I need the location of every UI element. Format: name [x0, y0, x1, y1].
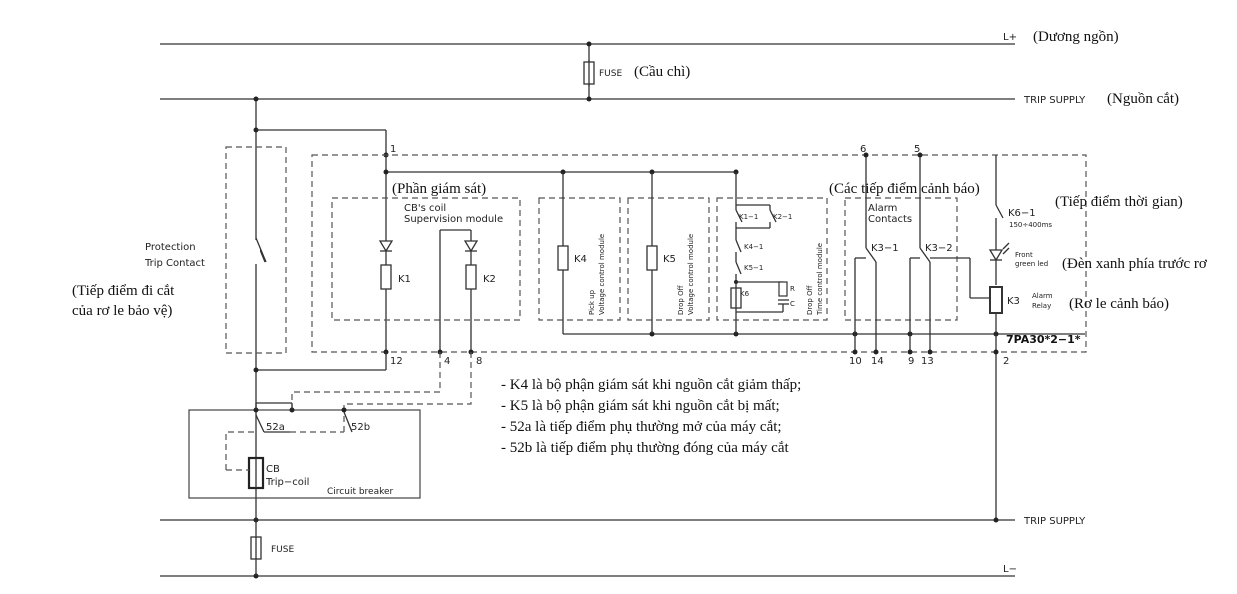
label-k5: K5 — [663, 254, 676, 265]
label-led-2: green led — [1015, 260, 1048, 268]
device-model: 7PA30*2−1* — [1006, 333, 1081, 346]
label-l-plus: L+ — [1003, 32, 1017, 43]
label-trip-supply-bottom: TRIP SUPPLY — [1023, 516, 1086, 527]
supervision-module-box — [331, 197, 521, 321]
coil-k4 — [557, 245, 569, 271]
terminal-14: 14 — [871, 356, 884, 367]
label-trip-coil: Trip−coil — [265, 477, 309, 488]
label-time-text-2: Time control module — [816, 243, 824, 316]
coil-k1 — [380, 264, 392, 290]
label-supervision-title-1: CB's coil — [404, 203, 446, 214]
label-k1-1: K1−1 — [739, 213, 758, 221]
diode-k2 — [463, 240, 479, 253]
label-protection-2: Trip Contact — [144, 258, 205, 269]
k4-module-box — [538, 197, 621, 321]
contact-k5-1 — [735, 261, 742, 275]
label-alarm-vi: (Các tiếp điểm cảnh báo) — [829, 181, 980, 197]
contact-k2-1 — [769, 209, 777, 223]
label-cb: CB — [266, 464, 280, 475]
terminal-12: 12 — [390, 356, 403, 367]
resistor-r — [778, 281, 788, 297]
label-k5-text-2: Voltage control module — [687, 234, 695, 315]
terminal-9: 9 — [908, 356, 914, 367]
note-3: - 52a là tiếp điểm phụ thường mở của máy… — [501, 419, 782, 435]
label-alarm-title-1: Alarm — [868, 203, 897, 214]
contact-k4-1 — [735, 239, 742, 253]
label-k4-1: K4−1 — [744, 243, 763, 251]
label-supervision-vi: (Phần giám sát) — [392, 181, 486, 197]
device-box — [311, 154, 1087, 353]
label-alarm-title-2: Contacts — [868, 214, 912, 225]
label-r: R — [790, 285, 795, 293]
label-led-vi: (Đèn xanh phía trước rơ — [1062, 256, 1208, 272]
label-k5-1: K5−1 — [744, 264, 763, 272]
time-module-box — [716, 197, 828, 321]
coil-k5 — [646, 245, 658, 271]
terminal-5: 5 — [914, 144, 920, 155]
diode-k1 — [378, 240, 394, 253]
label-l-plus-vi: (Dương ngồn) — [1033, 29, 1119, 45]
contact-k3-2 — [919, 247, 931, 263]
label-protection-vi-2: của rơ le bảo vệ) — [72, 303, 172, 319]
label-k6: K6 — [740, 290, 750, 298]
label-k2: K2 — [483, 274, 496, 285]
label-k3-2: K3−2 — [925, 243, 953, 254]
terminal-2: 2 — [1003, 356, 1009, 367]
terminal-4: 4 — [444, 356, 450, 367]
label-k3-relay: Relay — [1032, 302, 1051, 310]
circuit-breaker-box — [188, 409, 421, 499]
label-c: C — [790, 300, 795, 308]
note-2: - K5 là bộ phận giám sát khi nguồn cắt b… — [501, 398, 780, 414]
label-l-minus: L− — [1003, 564, 1017, 575]
note-4: - 52b là tiếp điểm phụ thường đóng của m… — [501, 440, 789, 456]
label-k2-1: K2−1 — [773, 213, 792, 221]
label-k1: K1 — [398, 274, 411, 285]
coil-k3 — [989, 286, 1003, 314]
label-fuse-bottom: FUSE — [271, 545, 294, 555]
label-k4-text-1: Pick up — [588, 289, 596, 315]
contact-52b — [343, 411, 353, 433]
note-1: - K4 là bộ phận giám sát khi nguồn cắt g… — [501, 377, 801, 393]
label-52a: 52a — [266, 422, 285, 433]
label-k5-text-1: Drop Off — [677, 285, 685, 315]
label-52b: 52b — [351, 422, 370, 433]
contact-k1-1 — [735, 209, 743, 223]
terminal-8: 8 — [476, 356, 482, 367]
label-k3: K3 — [1007, 296, 1020, 307]
label-k6-1: K6−1 — [1008, 208, 1036, 219]
label-k6-vi: (Tiếp điểm thời gian) — [1055, 194, 1183, 210]
label-k3-1: K3−1 — [871, 243, 899, 254]
label-k6-1-time: 150÷400ms — [1009, 221, 1052, 229]
label-led-1: Front — [1015, 251, 1033, 259]
label-protection-1: Protection — [145, 242, 196, 253]
label-fuse-top-vi: (Cầu chì) — [634, 64, 690, 80]
terminal-1: 1 — [390, 144, 396, 155]
led-green — [988, 249, 1004, 262]
label-trip-supply-top: TRIP SUPPLY — [1023, 95, 1086, 106]
k5-module-box — [627, 197, 710, 321]
protection-contact-box — [225, 146, 287, 354]
label-k4: K4 — [574, 254, 587, 265]
label-supervision-title-2: Supervision module — [404, 214, 503, 225]
coil-k2 — [465, 264, 477, 290]
label-circuit-breaker: Circuit breaker — [327, 487, 394, 497]
terminal-13: 13 — [921, 356, 934, 367]
label-protection-vi-1: (Tiếp điểm đi cắt — [72, 283, 175, 299]
terminal-6: 6 — [860, 144, 866, 155]
label-fuse-top: FUSE — [599, 69, 622, 79]
terminal-10: 10 — [849, 356, 862, 367]
contact-k3-1 — [865, 247, 877, 263]
label-k4-text-2: Voltage control module — [598, 234, 606, 315]
label-k3-vi: (Rơ le cảnh báo) — [1069, 296, 1169, 312]
label-time-text-1: Drop Off — [806, 285, 814, 315]
label-trip-supply-top-vi: (Nguồn cắt) — [1107, 91, 1179, 107]
label-k3-alarm: Alarm — [1032, 292, 1053, 300]
alarm-contacts-box — [844, 197, 958, 321]
contact-52a — [255, 414, 265, 433]
contact-k6-1 — [995, 204, 1004, 219]
